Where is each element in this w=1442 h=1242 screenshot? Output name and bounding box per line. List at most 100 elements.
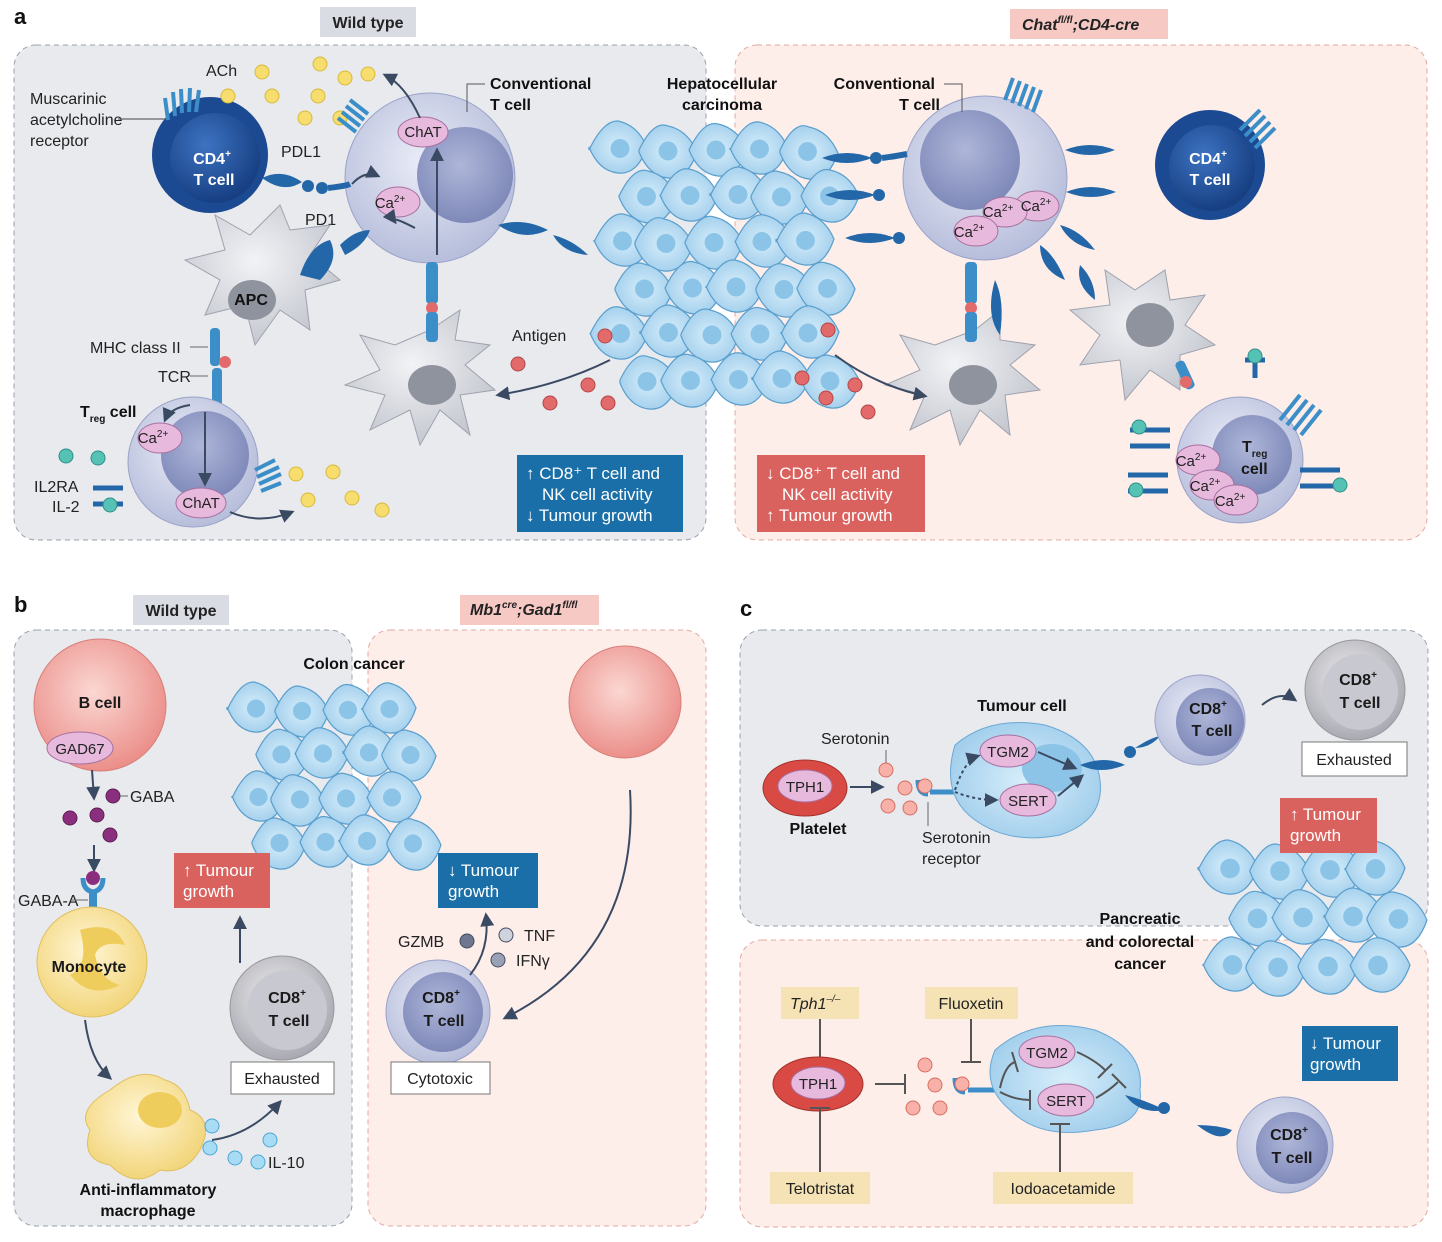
c-down-line1: ↓ Tumour xyxy=(1310,1034,1381,1053)
wt-antigen-arrow xyxy=(495,359,611,401)
c-down-box xyxy=(1302,1026,1398,1081)
fluoxetin-tag xyxy=(925,987,1018,1019)
wt-treg-ach-molecules xyxy=(288,464,390,518)
il2-molecules xyxy=(58,448,106,466)
mut-b-down-line2: growth xyxy=(448,882,499,901)
tc-arrow-sert xyxy=(954,791,999,807)
il2-receptor-icon xyxy=(93,485,123,513)
c-bottom-cd8-label: CD8+ xyxy=(1270,1125,1308,1144)
mach-receptor-label1: Muscarinic xyxy=(30,91,106,108)
treg-ca-pill xyxy=(137,422,183,454)
c-bottom-cd8-t-cell xyxy=(1236,1096,1334,1194)
colon-cancer xyxy=(226,681,442,871)
mut-outcome-line1: ↓ CD8⁺ T cell and xyxy=(766,464,900,483)
mut-conv-t-label1: Conventional xyxy=(834,76,935,93)
mut-ca-pills xyxy=(953,190,1060,247)
il2-label: IL-2 xyxy=(52,499,80,516)
serotonin-receptor-bottom-icon xyxy=(952,1076,998,1095)
serotonin-molecules-top xyxy=(878,762,918,816)
c-top-cd8-label: CD8+ xyxy=(1189,699,1227,718)
mut-cd4-label: CD4+ xyxy=(1189,149,1227,168)
panel-b-mutant-tag xyxy=(460,595,599,625)
pdl1-tumour-top-icon xyxy=(1080,736,1160,770)
wt-b-cd8-t-cell xyxy=(229,955,335,1061)
c-exhausted-cd8-label: CD8+ xyxy=(1339,670,1377,689)
il10-molecules xyxy=(202,1118,278,1170)
antigen-molecules-mut xyxy=(794,322,876,420)
c-top-cd8-t-cell xyxy=(1154,674,1246,766)
panel-a-letter: a xyxy=(14,4,27,29)
treg-arrow-ca xyxy=(162,404,191,423)
panel-a-mutant-tag-text: Chatfl/fl;CD4-cre xyxy=(1022,15,1139,34)
mhc-label: MHC class II xyxy=(90,340,181,357)
mut-treg-ca1: Ca2+ xyxy=(1176,452,1207,470)
wt-conv-arrow-ca-in xyxy=(351,164,381,185)
c-exhausted-cd8-label2: T cell xyxy=(1340,695,1381,712)
mut-outcome-line2: NK cell activity xyxy=(782,485,893,504)
mut-cd4-receptor-icon xyxy=(1238,108,1277,150)
macrophage-label1: Anti-inflammatory xyxy=(80,1182,217,1199)
tcb-inhibit-out2-bar xyxy=(1111,1073,1127,1089)
colon-cancer-label: Colon cancer xyxy=(303,656,404,673)
tc-arrow-tgm2 xyxy=(954,752,981,791)
tph1-ko-text: Tph1–/– xyxy=(790,994,841,1013)
anti-inflammatory-macrophage xyxy=(85,1073,207,1180)
c-exhausted-cd8-t-cell xyxy=(1304,639,1406,741)
wt-conv-arrow-ca xyxy=(382,208,416,229)
gaba-a-receptor-icon xyxy=(80,871,106,914)
apc-t-cell-bond-icon xyxy=(300,230,370,280)
tc-arrow-tgm2-out xyxy=(1037,751,1078,770)
mut-cd4-label2: T cell xyxy=(1190,172,1231,189)
tumour-cell-label: Tumour cell xyxy=(977,698,1067,715)
il10-arrow xyxy=(211,1099,282,1141)
telotristat-tag xyxy=(770,1172,870,1204)
wt-chat-pill xyxy=(397,116,449,148)
wt-outcome-line3: ↓ Tumour growth xyxy=(526,506,653,525)
c-down-line2: growth xyxy=(1310,1055,1361,1074)
wt-b-cd8-label: CD8+ xyxy=(268,988,306,1007)
panel-b-mutant-tag-text: Mb1cre;Gad1fl/fl xyxy=(470,600,578,619)
b-cell-label: B cell xyxy=(79,695,122,712)
mut-b-cd8-label: CD8+ xyxy=(422,988,460,1007)
iodoacetamide-text: Iodoacetamide xyxy=(1011,1181,1116,1198)
mut-b-cytotoxic-text: Cytotoxic xyxy=(407,1071,473,1088)
panel-a-wt-tag-text: Wild type xyxy=(333,15,404,32)
hepatocellular-carcinoma xyxy=(588,120,861,410)
wt-b-cd8-label2: T cell xyxy=(269,1013,310,1030)
tph1-text-bottom: TPH1 xyxy=(799,1076,837,1093)
mut-b-down-line1: ↓ Tumour xyxy=(448,861,519,880)
wt-tumour-receptors-icon xyxy=(498,221,588,255)
tnf-label: TNF xyxy=(524,928,555,945)
mut-treg-label: Treg xyxy=(1242,439,1267,460)
mut-conv-receptor-icon xyxy=(1003,77,1043,113)
monocyte-arrow xyxy=(84,1019,113,1080)
sert-text-bottom: SERT xyxy=(1046,1093,1086,1110)
tph1-text-top: TPH1 xyxy=(786,779,824,796)
mach-receptor-label3: receptor xyxy=(30,133,89,150)
pdl1-label: PDL1 xyxy=(281,144,321,161)
wt-cd4-t-cell xyxy=(152,97,268,213)
treg-receptor-icon xyxy=(254,458,282,493)
mut-b-cytotoxic-box xyxy=(390,1061,491,1095)
gad67-pill xyxy=(46,731,114,765)
iodoacetamide-tag xyxy=(993,1172,1133,1204)
pancreatic-label3: cancer xyxy=(1114,956,1166,973)
wt-outcome-box xyxy=(517,455,683,532)
serotonin-molecules-bottom xyxy=(905,1057,948,1116)
treg-arrow-out xyxy=(229,509,295,523)
wt-b-exhausted-text: Exhausted xyxy=(244,1071,320,1088)
mach-receptor-label2: acetylcholine xyxy=(30,112,123,129)
tcb-inhibit-tgm2 xyxy=(999,1061,1016,1089)
monocyte-cell xyxy=(36,906,148,1018)
wt-outcome-line1: ↑ CD8⁺ T cell and xyxy=(526,464,660,483)
panel-a-wt-tag xyxy=(320,7,416,37)
mut-b-cytokine-arrow xyxy=(469,912,495,976)
panel-b-wt-tag-text: Wild type xyxy=(146,603,217,620)
apc-label: APC xyxy=(234,292,268,309)
mut-b-cd8-t-cell xyxy=(385,959,491,1065)
tph1-pill-bottom xyxy=(790,1066,846,1100)
treg-chat-text: ChAT xyxy=(182,495,219,512)
sert-pill-top xyxy=(999,783,1057,817)
tcb-inhibit-tgm2-bar xyxy=(1011,1051,1019,1073)
c-top-cd8-label2: T cell xyxy=(1192,723,1233,740)
